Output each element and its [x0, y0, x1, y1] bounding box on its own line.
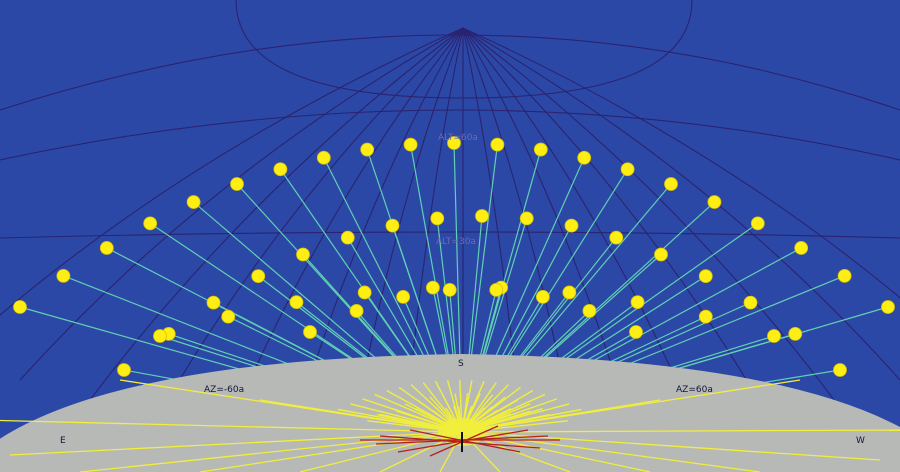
- ground-ray: [461, 429, 900, 433]
- sun-icon: [533, 142, 548, 157]
- sun-icon: [289, 295, 304, 310]
- azimuth-label-left: AZ=-60a: [204, 385, 244, 395]
- sun-icon: [206, 295, 221, 310]
- meridian-line: [19, 27, 464, 381]
- altitude-label-upper: ALT=60a: [438, 133, 478, 143]
- sun-icon: [489, 282, 504, 297]
- sun-icon: [564, 218, 579, 233]
- sun-icon: [654, 247, 668, 262]
- sun-icon: [629, 325, 643, 339]
- sun-icon: [750, 216, 765, 231]
- sun-icon: [475, 209, 489, 223]
- sun-icon: [117, 363, 131, 377]
- sun-icon: [186, 195, 201, 209]
- sun-icon: [430, 211, 445, 226]
- meridian-line: [359, 27, 464, 396]
- sun-icon: [425, 280, 440, 295]
- ground-ray: [9, 431, 463, 456]
- west-label: W: [856, 436, 865, 446]
- sun-icon: [447, 136, 461, 150]
- sun-icon: [442, 282, 457, 297]
- meridian-line: [0, 27, 464, 316]
- sun-icon: [13, 300, 27, 314]
- sun-icon: [221, 309, 236, 324]
- sun-icon: [153, 329, 167, 343]
- sun-icon: [562, 285, 577, 300]
- sun-icon: [794, 241, 809, 255]
- sun-icon: [349, 304, 364, 318]
- meridian-line: [462, 27, 900, 381]
- sun-icon: [99, 241, 114, 255]
- shadow-line: [429, 425, 499, 457]
- meridian-line: [462, 27, 697, 426]
- meridian-line: [462, 27, 863, 439]
- sun-icon: [630, 295, 645, 310]
- sun-icon: [698, 309, 713, 324]
- sun-icon: [582, 304, 597, 318]
- sun-icon: [303, 325, 317, 339]
- sun-icon: [316, 150, 331, 165]
- sun-icon: [833, 363, 847, 377]
- sun-icon: [251, 269, 266, 284]
- sun-icon: [881, 300, 895, 314]
- sun-icon: [360, 142, 375, 157]
- sun-icon: [609, 230, 624, 245]
- sun-icon: [620, 162, 635, 177]
- altitude-line: [0, 34, 900, 111]
- sun-icon: [788, 327, 803, 341]
- ground-rays: [0, 379, 900, 472]
- meridian-line: [299, 27, 464, 411]
- sun-icon: [490, 137, 505, 152]
- ground-ray: [259, 399, 463, 433]
- altitude-line: [0, 109, 900, 161]
- sun-icon: [403, 137, 418, 152]
- coordinate-grid: [0, 0, 900, 439]
- sun-positions: [13, 136, 895, 377]
- sun-icon: [707, 195, 722, 209]
- sun-icon: [385, 218, 400, 233]
- east-label: E: [60, 436, 66, 446]
- sun-icon: [577, 150, 592, 165]
- sun-icon: [743, 295, 758, 310]
- shadow-lines: [360, 425, 560, 457]
- meridian-line: [462, 27, 627, 411]
- meridian-line: [462, 27, 777, 431]
- sun-icon: [767, 329, 781, 343]
- ground-ray: [299, 431, 463, 472]
- south-label: S: [458, 359, 464, 369]
- meridian-line: [149, 27, 464, 431]
- sun-icon: [296, 247, 310, 262]
- ground-ray: [79, 431, 463, 472]
- sun-icon: [340, 230, 355, 245]
- meridian-line: [61, 27, 464, 439]
- sun-icon: [357, 285, 372, 300]
- sun-icon: [143, 216, 158, 231]
- ground-ray: [0, 419, 463, 433]
- sun-icon: [56, 268, 71, 283]
- sun-icon: [535, 289, 550, 304]
- ground-ray: [461, 431, 761, 472]
- sun-icon: [273, 162, 288, 177]
- sun-icon: [837, 268, 852, 283]
- sun-icon: [664, 177, 678, 191]
- meridian-line: [462, 27, 567, 396]
- altitude-label-lower: ALT=30a: [436, 237, 476, 247]
- sun-icon: [396, 289, 411, 304]
- sun-icon: [698, 269, 713, 284]
- sun-icon: [519, 211, 534, 226]
- sun-icon: [230, 177, 244, 191]
- ground-plane: [0, 354, 900, 472]
- azimuth-label-right: AZ=60a: [676, 385, 713, 395]
